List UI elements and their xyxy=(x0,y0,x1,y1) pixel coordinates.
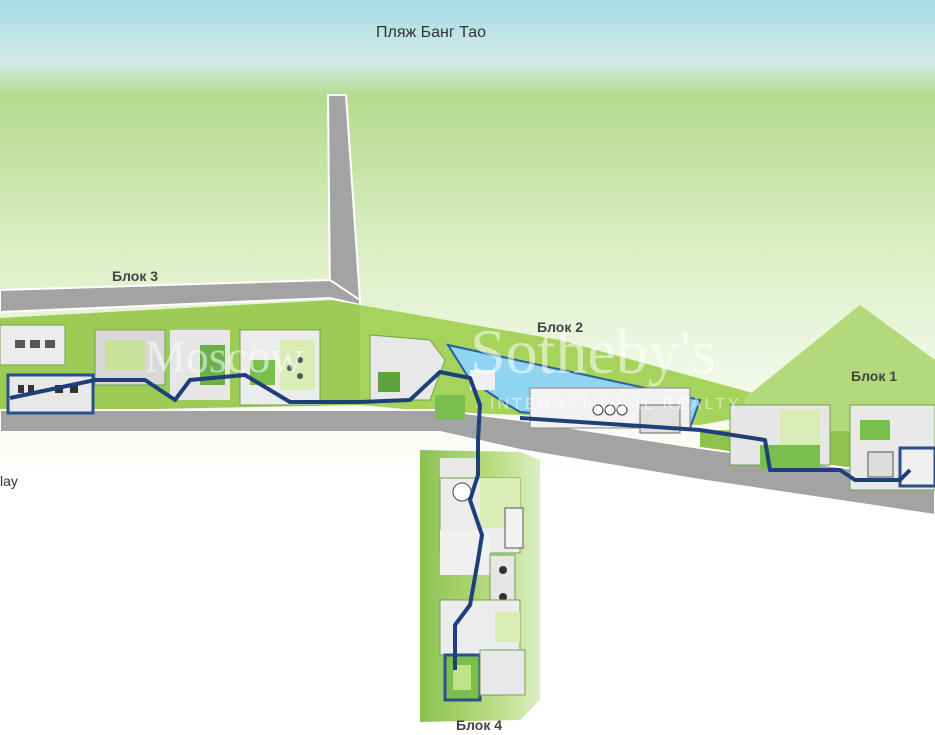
block-2-label: Блок 2 xyxy=(537,319,584,335)
block-4-label: Блок 4 xyxy=(456,717,503,733)
block-2-buildings xyxy=(369,334,702,434)
walking-path-east xyxy=(519,416,912,482)
beach-label: Пляж Банг Тао xyxy=(376,24,487,41)
block-3-label: Блок 3 xyxy=(112,268,159,284)
cut-off-label: lay xyxy=(0,473,18,489)
block-1-buildings xyxy=(729,404,935,491)
block-4-buildings xyxy=(439,458,526,702)
walking-path xyxy=(9,370,484,670)
block-1-label: Блок 1 xyxy=(851,368,898,384)
